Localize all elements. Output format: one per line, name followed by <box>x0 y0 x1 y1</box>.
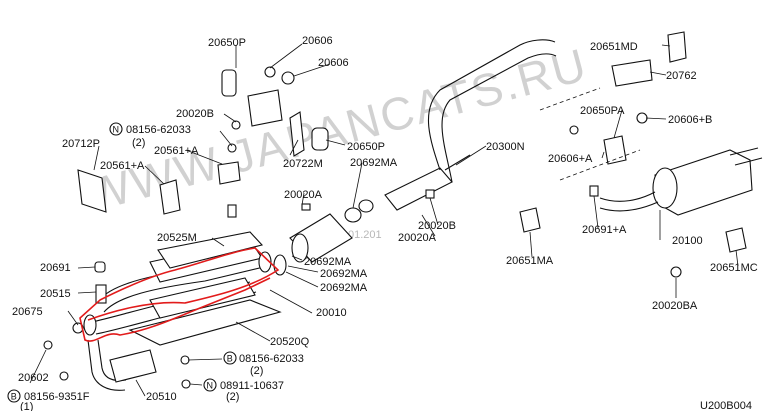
label-20020BA: 20020BA <box>652 300 698 312</box>
label-bolt-08156-62033: 08156-62033 <box>126 124 191 136</box>
label-20561A: 20561+A <box>100 160 145 172</box>
watermark-date: 01.201 <box>348 229 382 241</box>
label-20520Q: 20520Q <box>270 336 310 348</box>
label-20515: 20515 <box>40 288 71 300</box>
label-20651MC: 20651MC <box>710 262 758 274</box>
label-20525M: 20525M <box>157 232 197 244</box>
label-qty: (2) <box>250 365 263 377</box>
label-20650P: 20650P <box>208 37 246 49</box>
circle-B-marker <box>7 389 21 403</box>
label-20100: 20100 <box>672 235 703 247</box>
circle-B-marker <box>223 351 237 365</box>
center-pipe-drawing <box>289 39 557 263</box>
label-20691: 20691 <box>40 262 71 274</box>
label-20692MA: 20692MA <box>320 282 368 294</box>
label-20020B: 20020B <box>176 108 214 120</box>
label-20712P: 20712P <box>62 138 100 150</box>
leader-lines <box>29 43 739 397</box>
label-qty: (2) <box>132 137 145 149</box>
front-pipe-drawing <box>43 231 287 391</box>
label-20762: 20762 <box>666 70 697 82</box>
top-bracket-drawing <box>77 66 329 218</box>
label-20602: 20602 <box>18 372 49 384</box>
label-20020B: 20020B <box>418 220 456 232</box>
label-20606A: 20606+A <box>548 153 593 165</box>
label-20300N: 20300N <box>486 141 525 153</box>
circle-N-letter: N <box>113 125 120 135</box>
highlight-outline <box>79 247 280 342</box>
label-bolt-08156-62033: 08156-62033 <box>239 353 304 365</box>
label-20561A: 20561+A <box>154 145 199 157</box>
label-20691A: 20691+A <box>582 224 627 236</box>
label-20606: 20606 <box>302 35 333 47</box>
label-20692MA: 20692MA <box>320 268 368 280</box>
label-20606: 20606 <box>318 57 349 69</box>
circle-B-letter: B <box>227 354 233 364</box>
label-20722M: 20722M <box>283 158 323 170</box>
label-20651MD: 20651MD <box>590 41 638 53</box>
label-bolt-08156-9351F: 08156-9351F <box>24 391 90 403</box>
circle-B-letter: B <box>11 392 17 402</box>
rear-muffler-drawing <box>539 31 763 278</box>
label-20675: 20675 <box>12 306 43 318</box>
label-20020A: 20020A <box>284 189 323 201</box>
circle-N-marker <box>109 122 123 136</box>
label-20010: 20010 <box>316 307 347 319</box>
label-20650PA: 20650PA <box>580 105 625 117</box>
label-20650P: 20650P <box>347 141 385 153</box>
part-labels: 20650P 20606 20606 20020B N 08156-62033 … <box>7 35 758 411</box>
label-qty: (1) <box>20 401 33 411</box>
figure-code: U200B004 <box>700 400 752 411</box>
label-bolt-08911-10637: 08911-10637 <box>220 380 284 392</box>
label-20020A: 20020A <box>398 232 437 244</box>
label-20692MA: 20692MA <box>350 157 398 169</box>
label-20651MA: 20651MA <box>506 255 554 267</box>
label-20692MA: 20692MA <box>304 256 352 268</box>
label-20510: 20510 <box>146 391 177 403</box>
label-qty: (2) <box>226 391 239 403</box>
label-20606B: 20606+B <box>668 114 712 126</box>
circle-N-marker <box>203 378 217 392</box>
circle-N-letter: N <box>207 381 214 391</box>
